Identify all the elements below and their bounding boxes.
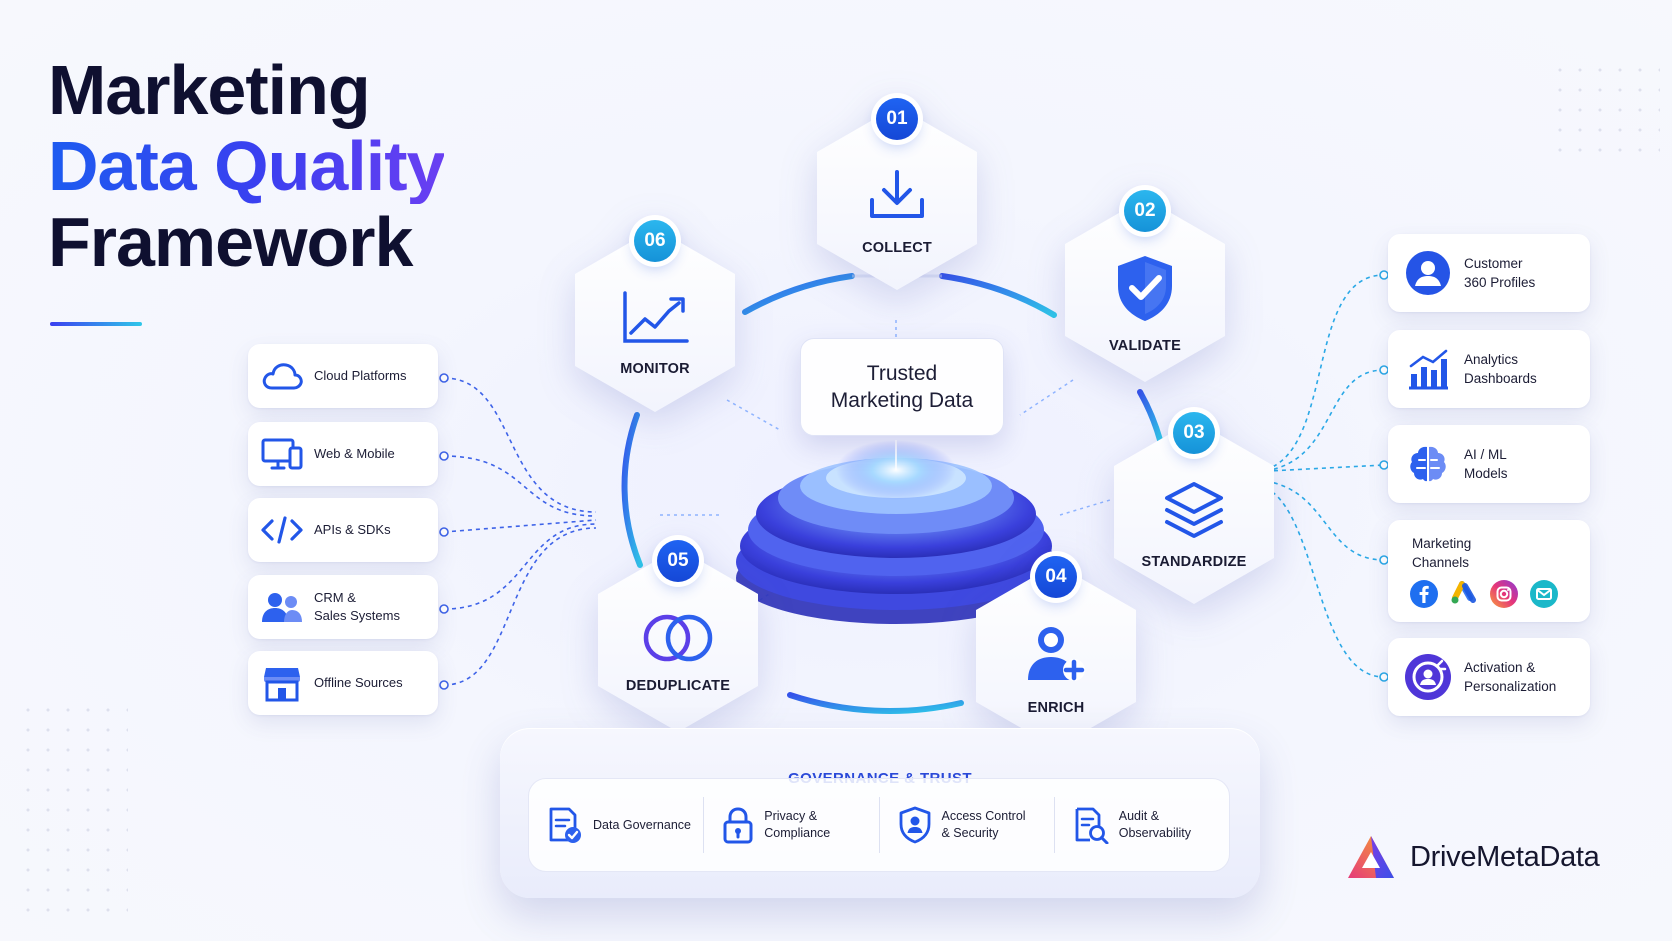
gov-item-access-control[interactable]: Access Control & Security <box>878 797 1054 853</box>
brain-icon <box>1410 446 1446 482</box>
gov-item-label: Privacy & Compliance <box>764 809 831 840</box>
step-number-badge: 06 <box>634 220 676 262</box>
source-crm-sales[interactable]: CRM & Sales Systems <box>248 575 438 639</box>
dot-grid-bottom-left <box>18 700 128 920</box>
brand-logo: DriveMetaData <box>1346 834 1600 880</box>
step-monitor[interactable]: MONITOR 06 <box>575 220 735 412</box>
gov-item-label: Data Governance <box>593 817 691 832</box>
gov-item-label: Audit & Observability <box>1118 809 1191 840</box>
output-marketing-channels[interactable]: Marketing Channels <box>1388 520 1590 622</box>
step-number-badge: 04 <box>1035 556 1077 598</box>
step-number-badge: 01 <box>876 98 918 140</box>
instagram-icon[interactable] <box>1490 580 1518 608</box>
title-line-1: Marketing <box>48 51 371 129</box>
user-profile-icon <box>1406 251 1450 295</box>
page-title: Marketing Data Quality Framework <box>48 51 445 281</box>
trend-chart-icon <box>623 291 689 343</box>
ads-icon[interactable] <box>1450 580 1478 608</box>
output-customer-360[interactable]: Customer 360 Profiles <box>1388 234 1590 312</box>
shield-check-icon <box>1118 256 1172 321</box>
step-number-badge: 02 <box>1124 190 1166 232</box>
users-icon <box>262 593 302 622</box>
cloud-icon <box>262 363 303 390</box>
output-label: Activation & Personalization <box>1464 660 1557 694</box>
output-label: Analytics Dashboards <box>1464 352 1537 386</box>
step-label: VALIDATE <box>1109 338 1181 354</box>
audit-search-icon <box>1075 807 1109 844</box>
merge-circles-icon <box>643 614 713 662</box>
step-number-badge: 03 <box>1173 412 1215 454</box>
step-label: COLLECT <box>862 240 932 256</box>
store-icon <box>264 668 300 702</box>
code-icon <box>261 516 303 544</box>
output-activation[interactable]: Activation & Personalization <box>1388 638 1590 716</box>
title-underline <box>50 322 142 326</box>
step-collect[interactable]: COLLECT 01 <box>817 98 977 290</box>
source-web-mobile[interactable]: Web & Mobile <box>248 422 438 486</box>
title-line-3: Framework <box>48 203 413 281</box>
target-icon <box>1405 654 1451 700</box>
step-standardize[interactable]: STANDARDIZE 03 <box>1114 412 1274 604</box>
step-label: DEDUPLICATE <box>625 678 731 694</box>
output-analytics[interactable]: Analytics Dashboards <box>1388 330 1590 408</box>
source-cloud-platforms[interactable]: Cloud Platforms <box>248 344 438 408</box>
facebook-icon[interactable] <box>1410 580 1438 608</box>
center-line-1: Trusted <box>866 362 938 385</box>
source-label: CRM & Sales Systems <box>314 590 400 623</box>
step-label: MONITOR <box>620 361 690 377</box>
center-line-2: Marketing Data <box>830 389 974 412</box>
source-label: Offline Sources <box>314 675 403 690</box>
source-label: Web & Mobile <box>314 446 395 461</box>
output-label: AI / ML Models <box>1464 447 1508 481</box>
source-label: Cloud Platforms <box>314 368 407 383</box>
process-ring <box>621 273 1163 714</box>
drivemetadata-logo-icon <box>1348 836 1394 878</box>
step-label: ENRICH <box>1027 700 1085 716</box>
devices-icon <box>261 438 303 470</box>
shield-user-icon <box>899 806 930 844</box>
user-plus-icon <box>1028 627 1085 681</box>
source-label: APIs & SDKs <box>314 522 391 537</box>
step-validate[interactable]: VALIDATE 02 <box>1065 190 1225 382</box>
governance-doc-icon <box>549 807 581 843</box>
source-apis-sdks[interactable]: APIs & SDKs <box>248 498 438 562</box>
bar-chart-icon <box>1409 349 1448 390</box>
gov-item-data-governance[interactable]: Data Governance <box>529 797 703 853</box>
trusted-data-card: Trusted Marketing Data <box>800 338 1004 436</box>
step-enrich[interactable]: ENRICH 04 <box>976 556 1136 748</box>
gov-item-audit[interactable]: Audit & Observability <box>1053 797 1229 853</box>
title-line-2: Data Quality <box>48 127 445 205</box>
data-core-platform <box>736 440 1056 624</box>
output-label: Customer 360 Profiles <box>1464 256 1536 290</box>
source-offline[interactable]: Offline Sources <box>248 651 438 715</box>
gov-item-privacy[interactable]: Privacy & Compliance <box>703 797 878 853</box>
download-icon <box>870 170 924 218</box>
governance-panel: Data Governance Privacy & Compliance Acc… <box>528 778 1230 872</box>
output-label: Marketing Channels <box>1412 536 1472 570</box>
step-label: STANDARDIZE <box>1141 554 1247 570</box>
step-number-badge: 05 <box>657 540 699 582</box>
channel-icon-row <box>1410 580 1558 608</box>
step-deduplicate[interactable]: DEDUPLICATE 05 <box>598 540 758 732</box>
brand-name: DriveMetaData <box>1410 840 1600 873</box>
lock-icon <box>723 807 753 844</box>
layers-icon <box>1165 482 1223 538</box>
email-icon[interactable] <box>1530 580 1558 608</box>
source-connectors <box>443 377 597 686</box>
gov-item-label: Access Control & Security <box>941 809 1026 840</box>
output-ai-ml[interactable]: AI / ML Models <box>1388 425 1590 503</box>
dot-grid-top-right <box>1550 60 1660 160</box>
